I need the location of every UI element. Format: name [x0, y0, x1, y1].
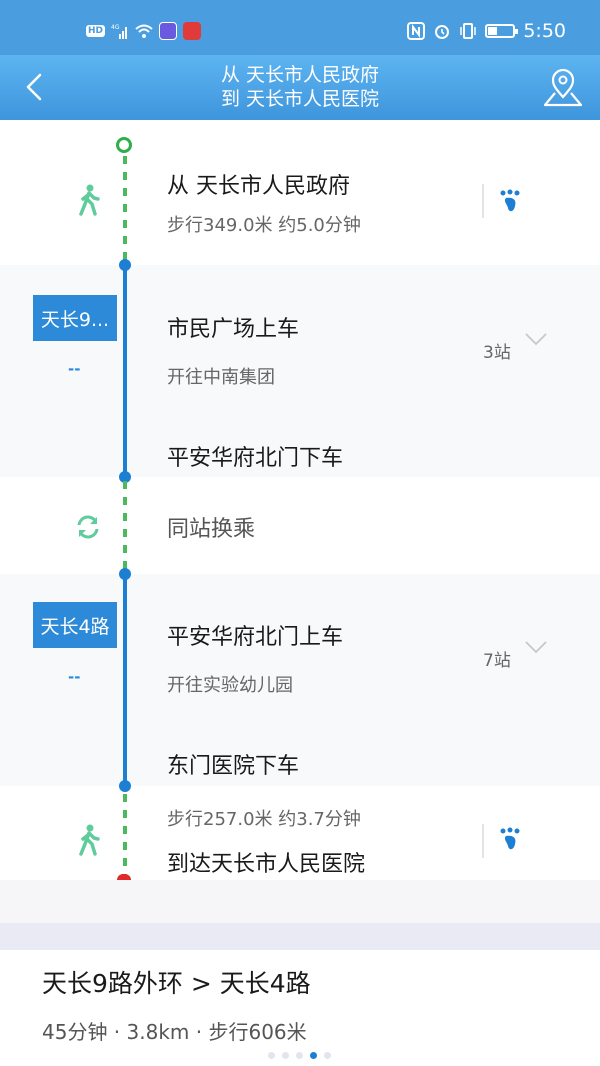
route-badge[interactable]: 天长4路	[33, 602, 117, 648]
start-node	[116, 137, 132, 153]
status-bar: HD 4G 5:50	[0, 0, 600, 55]
route-title: 从 天长市人民政府 到 天长市人民医院	[0, 63, 600, 111]
walk-line	[123, 794, 127, 878]
stop-count[interactable]: 3站	[483, 343, 511, 363]
alight-stop: 平安华府北门下车	[167, 446, 344, 471]
route-steps: 从 天长市人民政府 步行349.0米 约5.0分钟 天长9... -- 市民广场…	[0, 120, 600, 880]
walk-icon	[79, 184, 100, 216]
from-line: 从 天长市人民政府	[220, 64, 380, 86]
vibrate-icon	[460, 23, 477, 39]
step-detail: 步行257.0米 约3.7分钟	[167, 809, 361, 830]
transfer-icon	[77, 515, 99, 539]
direction: 开往实验幼儿园	[167, 675, 293, 696]
separator	[0, 880, 600, 950]
summary-info: 45分钟 · 3.8km · 步行606米	[42, 1020, 307, 1044]
page-dot[interactable]	[296, 1052, 303, 1059]
signal-4g-icon: 4G	[111, 24, 128, 39]
page-dot[interactable]	[324, 1052, 331, 1059]
page-dot-active[interactable]	[310, 1052, 317, 1059]
bus-step-2[interactable]: 天长4路 -- 平安华府北门上车 开往实验幼儿园 东门医院下车 7站	[0, 568, 600, 792]
navigation-bar: 从 天长市人民政府 到 天长市人民医院	[0, 55, 600, 120]
divider	[482, 184, 484, 218]
page-dot[interactable]	[268, 1052, 275, 1059]
step-title: 到达天长市人民医院	[167, 852, 366, 877]
alight-stop: 东门医院下车	[167, 754, 300, 779]
transfer-text: 同站换乘	[167, 517, 256, 542]
back-button[interactable]	[18, 69, 54, 105]
route-summary-card[interactable]: 天长9路外环 > 天长4路 45分钟 · 3.8km · 步行606米	[0, 950, 600, 1066]
nfc-icon	[407, 22, 426, 40]
board-node	[119, 568, 131, 580]
footprint-icon[interactable]	[498, 826, 524, 852]
route-extra: --	[68, 360, 81, 378]
summary-route: 天长9路外环 > 天长4路	[42, 969, 311, 998]
page-dot[interactable]	[282, 1052, 289, 1059]
alight-node	[119, 780, 131, 792]
direction: 开往中南集团	[167, 367, 275, 388]
footprint-icon[interactable]	[498, 188, 524, 214]
battery-icon	[485, 24, 519, 38]
alight-node	[119, 471, 131, 483]
step-detail: 步行349.0米 约5.0分钟	[167, 215, 361, 236]
page-indicator[interactable]	[268, 1052, 331, 1059]
transfer-step: 同站换乘	[0, 477, 600, 574]
step-title: 从 天长市人民政府	[167, 174, 350, 199]
wifi-icon	[135, 24, 153, 38]
location-pin-icon[interactable]	[542, 67, 584, 109]
alarm-icon	[435, 25, 450, 39]
walk-step-start[interactable]: 从 天长市人民政府 步行349.0米 约5.0分钟	[0, 120, 600, 265]
board-stop: 平安华府北门上车	[167, 625, 344, 650]
walk-icon	[79, 824, 100, 856]
status-right: 5:50	[407, 20, 566, 42]
route-extra: --	[68, 668, 81, 686]
walk-line	[123, 156, 127, 262]
hd-icon: HD	[86, 25, 106, 37]
bus-line	[123, 265, 127, 477]
board-stop: 市民广场上车	[167, 317, 300, 342]
transfer-line	[123, 481, 127, 569]
stop-count[interactable]: 7站	[483, 651, 511, 671]
divider	[482, 824, 484, 858]
book-app-icon	[183, 22, 202, 40]
svg-text:4G: 4G	[111, 24, 120, 31]
walk-step-end[interactable]: 步行257.0米 约3.7分钟 到达天长市人民医院	[0, 786, 600, 880]
status-left: HD 4G	[86, 22, 202, 40]
board-node	[119, 259, 131, 271]
status-time: 5:50	[523, 20, 566, 42]
chevron-down-icon[interactable]	[524, 640, 548, 654]
music-app-icon	[159, 22, 178, 40]
to-line: 到 天长市人民医院	[220, 88, 380, 110]
end-node	[117, 874, 131, 880]
bus-line	[123, 574, 127, 786]
chevron-down-icon[interactable]	[524, 332, 548, 346]
route-badge[interactable]: 天长9...	[33, 295, 117, 341]
bus-step-1[interactable]: 天长9... -- 市民广场上车 开往中南集团 平安华府北门下车 3站	[0, 259, 600, 483]
